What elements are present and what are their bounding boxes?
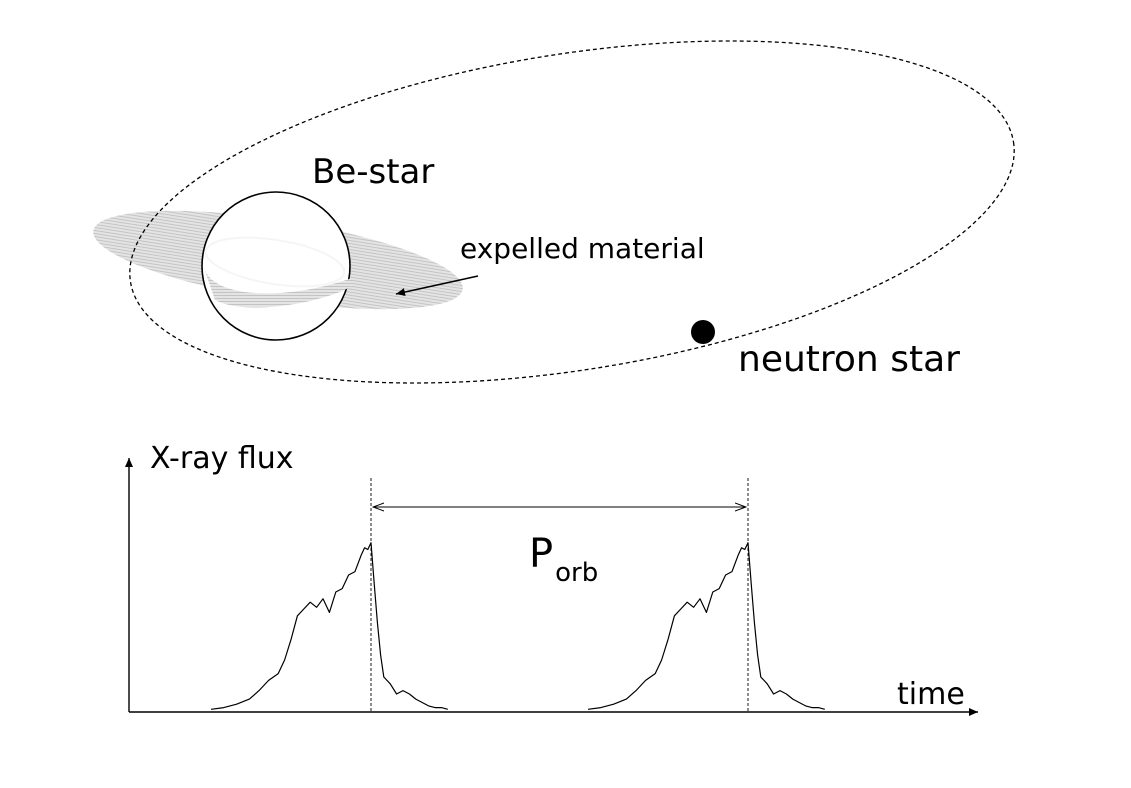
orbital-period-label: Porb (529, 531, 598, 588)
outburst-curve-2 (587, 542, 825, 710)
expelled-material-label: expelled material (460, 232, 705, 265)
neutron-star-dot (691, 320, 715, 344)
be-star-circle (201, 191, 351, 341)
neutron-star-label: neutron star (738, 339, 960, 380)
period-symbol: P (529, 531, 553, 577)
expelled-material-arrow (395, 275, 479, 296)
x-axis-label: time (897, 677, 965, 712)
orbit-path (129, 40, 1015, 384)
disk-inner-highlight (204, 236, 346, 288)
light-curve (210, 542, 825, 710)
outburst-curve-1 (210, 542, 448, 710)
be-star-label: Be-star (312, 152, 434, 192)
y-axis-label: X-ray flux (150, 441, 294, 476)
decretion-disk-front (204, 268, 352, 308)
period-subscript: orb (555, 558, 598, 588)
